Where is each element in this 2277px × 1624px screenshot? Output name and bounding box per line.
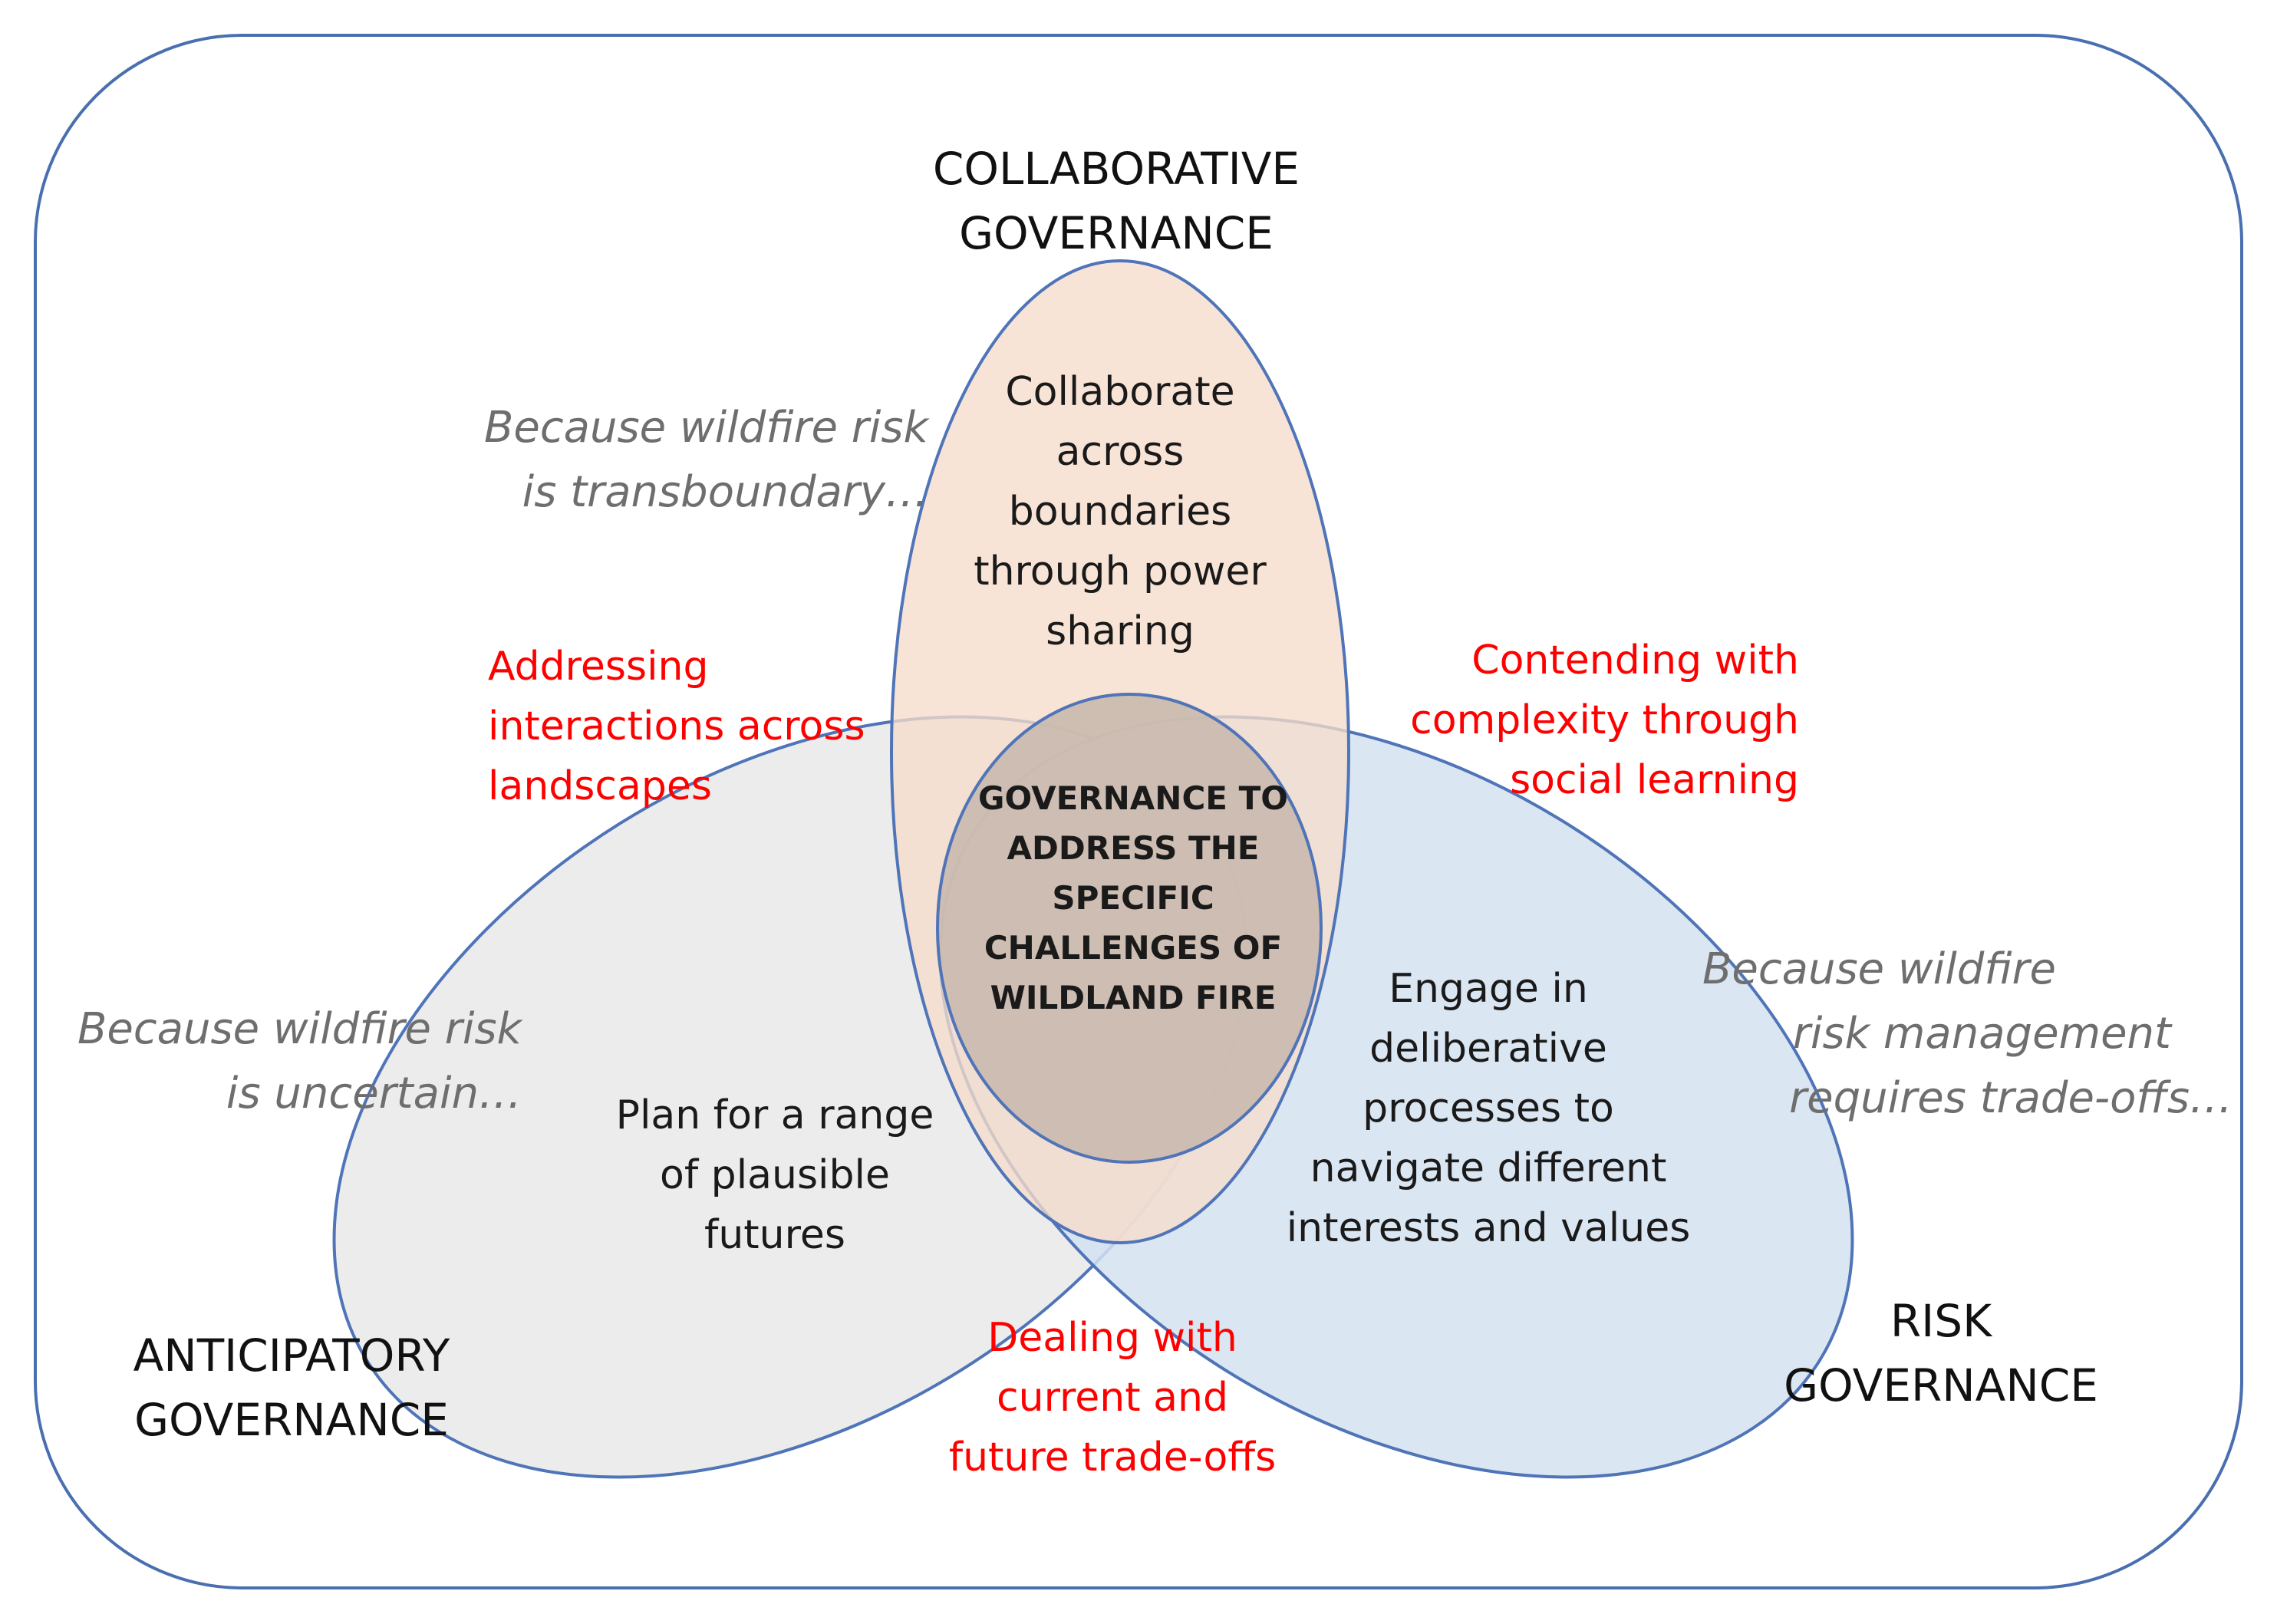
- center-text: GOVERNANCE TO ADDRESS THE SPECIFIC CHALL…: [978, 779, 1288, 1017]
- risk-circle-text: Engage in deliberative processes to navi…: [1286, 966, 1691, 1251]
- anticipatory-risk-intersection-label: Dealing with current and future trade-of…: [948, 1315, 1277, 1481]
- because-anticipatory-note: Because wildfire risk is uncertain…: [77, 1004, 522, 1118]
- anticipatory-circle-text: Plan for a range of plausible futures: [615, 1092, 934, 1258]
- anticipatory-governance-heading: ANTICIPATORY GOVERNANCE: [133, 1329, 450, 1447]
- because-collaborative-note: Because wildfire risk is transboundary…: [483, 403, 928, 517]
- because-risk-note: Because wildfire risk management require…: [1702, 944, 2233, 1123]
- collaborative-circle-text: Collaborate across boundaries through po…: [974, 369, 1267, 654]
- risk-governance-heading: RISK GOVERNANCE: [1784, 1295, 2098, 1412]
- collab-anticipatory-intersection-label: Addressing interactions across landscape…: [488, 644, 865, 809]
- collaborative-governance-heading: COLLABORATIVE GOVERNANCE: [932, 143, 1300, 260]
- collab-risk-intersection-label: Contending with complexity through socia…: [1410, 637, 1799, 803]
- center-ellipse: [936, 693, 1323, 1164]
